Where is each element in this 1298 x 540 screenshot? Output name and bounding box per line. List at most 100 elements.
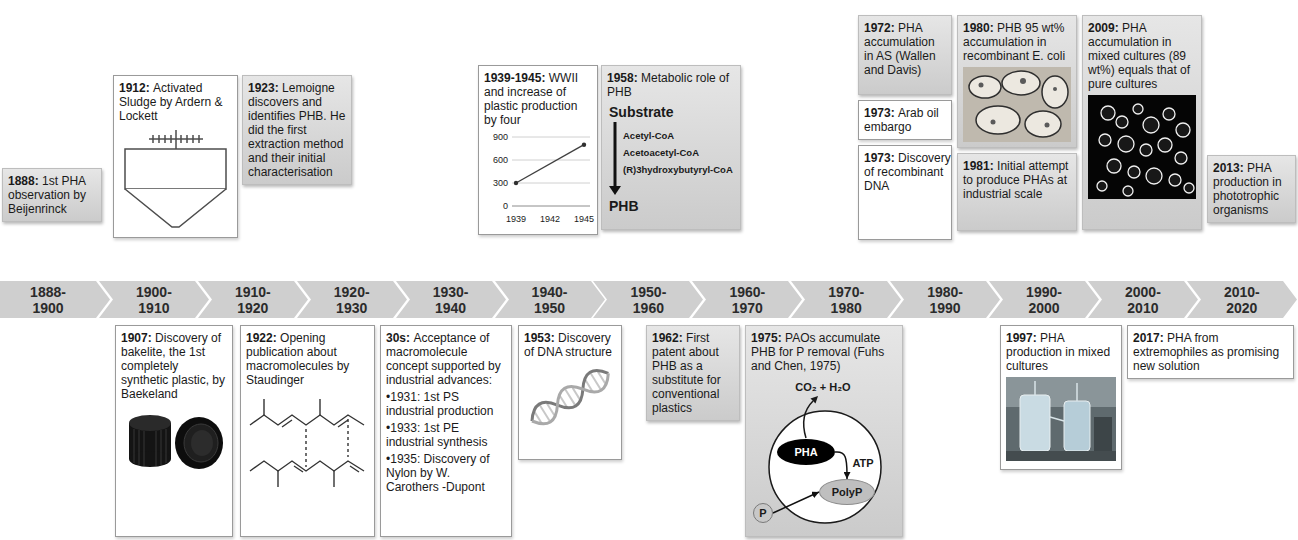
period-chevron: 2010-2020 [1187,281,1297,318]
mixed-culture-micrograph-part [1184,183,1194,193]
period-label: 1930-1940 [432,284,470,316]
line-chart-part [582,143,586,147]
bakelite-caps-illustration-part [134,429,166,466]
reactor-photo-part [1006,377,1116,461]
event-box: 1973:Discovery of recombinant DNA [858,145,952,240]
macromolecule-structure-part [263,399,264,415]
axis-tick: 600 [493,155,508,165]
event-year: 1912: [119,81,150,95]
reactor-photo [1006,377,1116,461]
bakelite-caps-illustration-part [161,430,162,465]
chevron-fill [890,281,1000,318]
settling-tank-icon-part [125,189,226,227]
reactor-photo-part [1020,395,1050,451]
bakelite-caps-illustration [121,405,227,477]
phosphate-circle: P [753,503,773,523]
macromolecule-structure-part [250,461,364,471]
period-label: 1950-1960 [629,284,667,316]
settling-tank-icon-part [152,135,154,143]
mixed-culture-micrograph-part [1158,138,1172,152]
event-box: 1972:PHA accumulation in AS (Wallen and … [858,15,952,95]
axis-tick: 1942 [540,214,560,224]
illustration-area [963,67,1071,142]
period-label: 1910-1920 [234,284,272,316]
chevron-fill [198,281,308,318]
line-chart-part [512,137,590,183]
event-box: 1907:Discovery of bakelite, the 1st comp… [115,325,233,537]
event-box: 1912:Activated Sludge by Ardern & Locket… [113,75,238,238]
line-chart-part [512,137,590,138]
mixed-culture-micrograph-part [1107,159,1121,173]
event-text-block: 1997:PHA production in mixed cultures [1006,331,1116,373]
event-year: 1907: [121,331,152,345]
event-box: 1958:Metabolic role of PHB SubstrateAcet… [601,65,741,230]
event-year: 1939-1945: [484,71,545,85]
pathway-step: Acetyl-CoA [623,131,674,142]
bakelite-caps-illustration-part [144,431,145,466]
chevron-fill [692,281,802,318]
macromolecule-structure-part [282,420,292,427]
chevron-fill [297,281,407,318]
chevron-fill [989,281,1099,318]
event-text-block: 2013:PHA production in phototrophic orga… [1213,161,1290,217]
event-year: 1962: [652,331,683,345]
settling-tank-icon [119,127,232,232]
mixed-culture-micrograph-part [1175,152,1187,164]
event-year: 1973: [864,106,895,120]
settling-tank-icon-part [125,149,226,189]
dna-helix-icon-part [533,369,607,426]
period-label: 2010-2020 [1223,284,1261,316]
mixed-culture-micrograph-part [1123,186,1133,196]
mixed-culture-micrograph-part [1133,104,1143,114]
illustration-area [121,405,227,477]
line-chart-part [512,160,590,161]
event-year: 2009: [1088,21,1119,35]
macromolecule-structure-part [305,429,306,467]
event-text-block: 1923:Lemoigne discovers and identifies P… [248,81,346,179]
settling-tank-icon-part [175,130,177,149]
illustration-area [119,127,232,232]
pathway-step: Acetoacetyl-CoA [623,148,699,159]
ecoli-micrograph-part [1002,71,1040,95]
event-text-block: 1888:1st PHA observation by Beijenrinck [8,174,96,216]
period-chevron: 1990-2000 [989,281,1099,318]
macromolecule-structure-part [319,399,320,415]
dna-helix-icon-part [598,372,605,384]
chevron-fill [99,281,209,318]
event-text-block: 1953:Discovery of DNA structure [524,331,616,359]
event-year: 1958: [607,71,638,85]
event-year: 1975: [751,331,782,345]
axis-tick: 1945 [574,214,594,224]
illustration-area: PHAPolyPPCO₂ + H₂OATP [751,377,897,525]
pathway-step: (R)3hydroxybutyryl-CoA [623,165,733,176]
illustration-area: 9006003000193919421945 [484,131,592,229]
chevron-fill [1088,281,1198,318]
macromolecule-structure-part [250,399,364,487]
connector-arrow [773,492,819,513]
period-chevron: 1970-1980 [791,281,901,318]
pha-granule: PHA [777,439,835,465]
event-bullet: •1933: 1st PE industrial synthesis [386,421,506,449]
bakelite-caps-illustration-part [139,430,140,465]
mixed-culture-micrograph-part [1143,117,1159,133]
reactor-photo-part [1050,417,1064,421]
period-label: 1888-1900 [29,284,67,316]
macromolecule-structure-part [350,466,359,472]
mixed-culture-micrograph-part [1169,174,1181,186]
event-box: 1997:PHA production in mixed cultures [1000,325,1122,470]
chevron-fill [1187,281,1297,318]
illustration-area [246,391,369,509]
event-bullet: •1935: Discovery of Nylon by W. Carother… [386,452,506,494]
event-box: 1922:Opening publication about macromole… [240,325,375,537]
period-chevron: 1910-1920 [198,281,308,318]
settling-tank-icon-part [186,135,188,143]
event-year: 1980: [963,21,994,35]
mixed-culture-micrograph-part [1116,116,1128,128]
event-year: 1972: [864,21,895,35]
line-chart-part [514,181,518,185]
period-label: 1940-1950 [531,284,569,316]
illustration-area [1006,377,1116,461]
event-text-block: 1907:Discovery of bakelite, the 1st comp… [121,331,227,401]
event-text-block: 1958:Metabolic role of PHB [607,71,735,99]
granule-label: PHA [794,446,817,459]
